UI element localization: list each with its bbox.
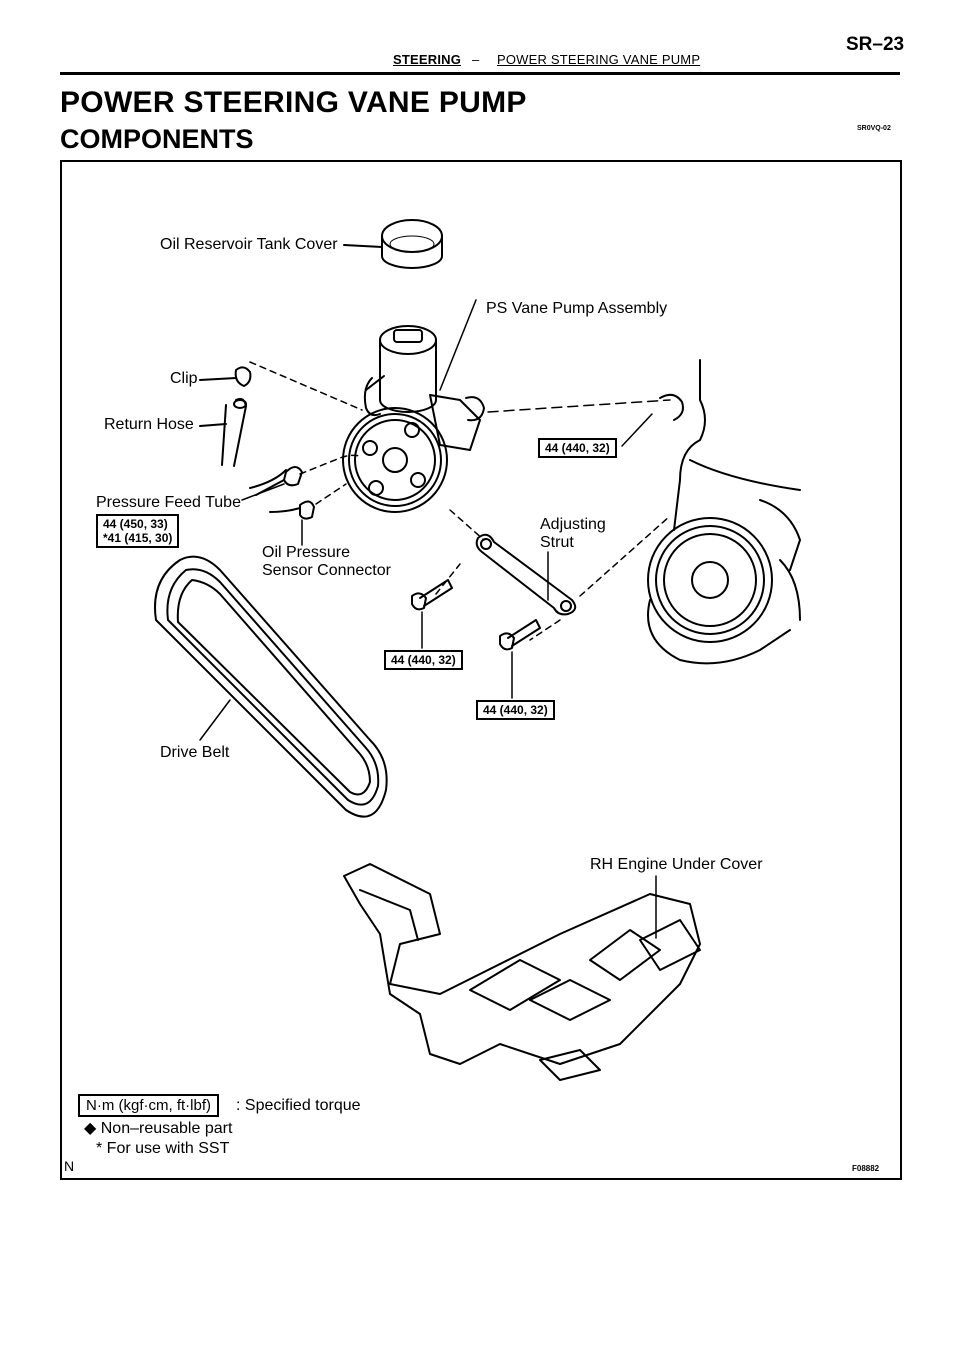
- legend-torque-unit: N·m (kgf·cm, ft·lbf): [78, 1094, 219, 1117]
- header-section: STEERING: [393, 52, 462, 67]
- torque-pump-bolt: 44 (440, 32): [538, 438, 617, 458]
- header-rule: [60, 72, 900, 75]
- page-title: POWER STEERING VANE PUMP: [60, 86, 527, 119]
- figure-code: F08882: [852, 1164, 880, 1173]
- label-adjusting-strut-2: Strut: [540, 534, 574, 551]
- clip-hose-drawing: [199, 361, 363, 467]
- legend-non-reusable: ◆ Non–reusable part: [84, 1120, 233, 1137]
- header-subsection: POWER STEERING VANE PUMP: [497, 52, 701, 67]
- label-oil-pressure-sensor-1: Oil Pressure: [262, 544, 351, 561]
- label-rh-engine-under-cover: RH Engine Under Cover: [590, 856, 763, 873]
- reservoir-cap-drawing: [343, 219, 443, 269]
- pump-drawing: [342, 299, 485, 513]
- torque-lower-bolt: 44 (440, 32): [476, 700, 555, 720]
- torque-pressure-feed: 44 (450, 33) *41 (415, 30): [96, 514, 180, 548]
- page-subtitle: COMPONENTS: [60, 124, 254, 154]
- label-oil-pressure-sensor-2: Sensor Connector: [262, 562, 391, 579]
- engine-drawing: [647, 359, 801, 665]
- label-ps-vane-pump-assembly: PS Vane Pump Assembly: [486, 300, 668, 317]
- diagram-frame: [60, 160, 902, 1180]
- page-code: SR–23: [846, 34, 905, 55]
- label-adjusting-strut-1: Adjusting: [540, 516, 606, 533]
- pressure-feed-drawing: [241, 454, 361, 546]
- adjusting-strut-drawing: [449, 509, 671, 641]
- torque-pressure-feed-line1: 44 (450, 33): [103, 517, 168, 531]
- doc-code: SR0VQ-02: [857, 125, 891, 132]
- under-cover-drawing: [343, 863, 701, 1081]
- label-pressure-feed-tube: Pressure Feed Tube: [96, 494, 241, 511]
- label-clip: Clip: [170, 370, 198, 387]
- legend-sst: * For use with SST: [96, 1140, 230, 1157]
- legend-torque-desc: : Specified torque: [236, 1097, 361, 1114]
- label-oil-reservoir-tank-cover: Oil Reservoir Tank Cover: [160, 236, 338, 253]
- corner-mark: N: [64, 1158, 75, 1174]
- torque-strut-bolt: 44 (440, 32): [384, 650, 463, 670]
- bolts-drawing: [411, 563, 541, 699]
- torque-pressure-feed-line2: *41 (415, 30): [103, 531, 173, 545]
- drive-belt-drawing: [154, 555, 388, 818]
- label-drive-belt: Drive Belt: [160, 744, 230, 761]
- header-separator: –: [472, 52, 480, 67]
- label-return-hose: Return Hose: [104, 416, 194, 433]
